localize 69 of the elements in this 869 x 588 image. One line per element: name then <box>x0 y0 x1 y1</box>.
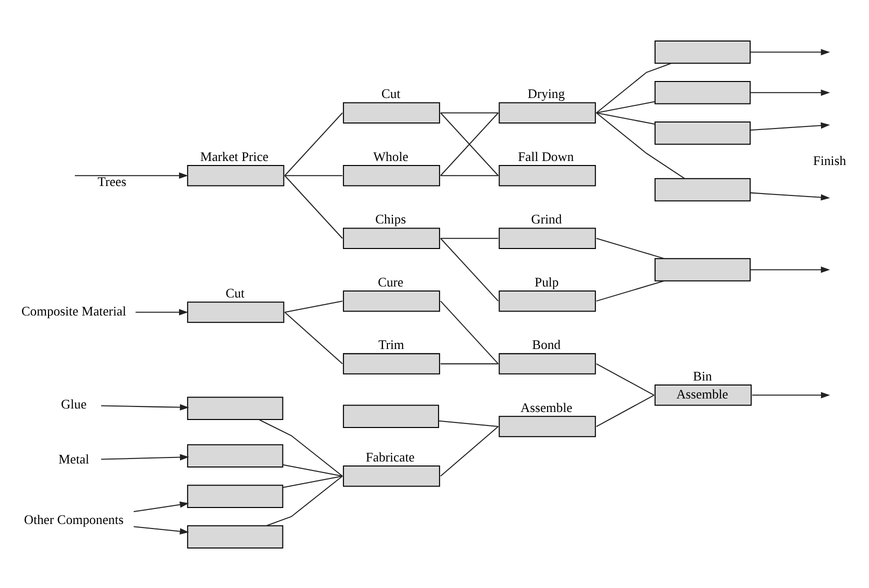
arrow <box>136 308 188 315</box>
connector <box>440 237 498 238</box>
arrow <box>752 391 830 398</box>
node-label: Whole <box>373 148 408 164</box>
connector <box>440 362 498 364</box>
node-label: Bond <box>532 336 561 352</box>
node-label: Trim <box>378 336 404 352</box>
arrow <box>134 500 189 512</box>
arrow <box>750 122 830 130</box>
connector <box>266 475 343 526</box>
connector <box>284 174 342 176</box>
connector <box>440 300 499 364</box>
connector <box>438 420 498 427</box>
node-text: Metal <box>58 450 90 466</box>
connector <box>596 237 664 259</box>
node-box <box>654 40 751 64</box>
arrow <box>750 192 830 200</box>
node-box <box>187 396 284 420</box>
node-label: Chips <box>375 211 406 226</box>
node-box <box>654 178 751 201</box>
node-label: Fabricate <box>366 448 415 464</box>
node-text: Composite Material <box>21 303 126 318</box>
node-box <box>654 80 751 104</box>
arrow <box>101 404 190 410</box>
node-box <box>187 524 284 548</box>
node-text: Glue <box>61 396 87 412</box>
arrow <box>74 172 188 178</box>
connector <box>596 112 685 178</box>
connector <box>596 394 654 426</box>
arrow <box>134 526 189 534</box>
arrow <box>750 88 830 96</box>
connector <box>284 300 343 312</box>
connector <box>284 174 343 238</box>
node-label: Cut <box>381 86 400 101</box>
node-label: Cure <box>378 274 404 289</box>
node-label: Cut <box>226 284 245 300</box>
node-label: Drying <box>528 86 565 101</box>
connector <box>596 112 655 124</box>
connector <box>284 112 343 176</box>
node-label: Market Price <box>200 148 269 164</box>
node-label: Assemble <box>520 399 572 414</box>
node-label: Pulp <box>534 274 559 289</box>
node-box <box>342 404 440 428</box>
connector <box>596 362 654 396</box>
connector <box>440 112 498 113</box>
connector <box>440 426 499 476</box>
arrow <box>750 266 830 272</box>
edge-label: Trees <box>98 174 126 189</box>
connector <box>440 238 499 301</box>
connector <box>596 280 664 302</box>
node-box <box>654 120 751 144</box>
connector <box>284 311 343 364</box>
node-label: Grind <box>531 211 562 226</box>
node-label: Bin <box>693 368 712 383</box>
label: Finish <box>813 152 846 168</box>
connector <box>440 112 499 176</box>
connector <box>282 475 343 488</box>
node-box <box>187 484 284 508</box>
connector <box>596 62 672 113</box>
node-box <box>654 258 751 281</box>
node-box <box>187 444 284 468</box>
connector <box>258 418 343 476</box>
node-label: Fall Down <box>518 148 574 164</box>
connector <box>596 100 655 113</box>
connector <box>440 174 498 176</box>
connector <box>282 464 343 476</box>
arrow <box>750 48 830 55</box>
arrow <box>101 454 190 460</box>
node-text: Other Components <box>24 512 124 527</box>
